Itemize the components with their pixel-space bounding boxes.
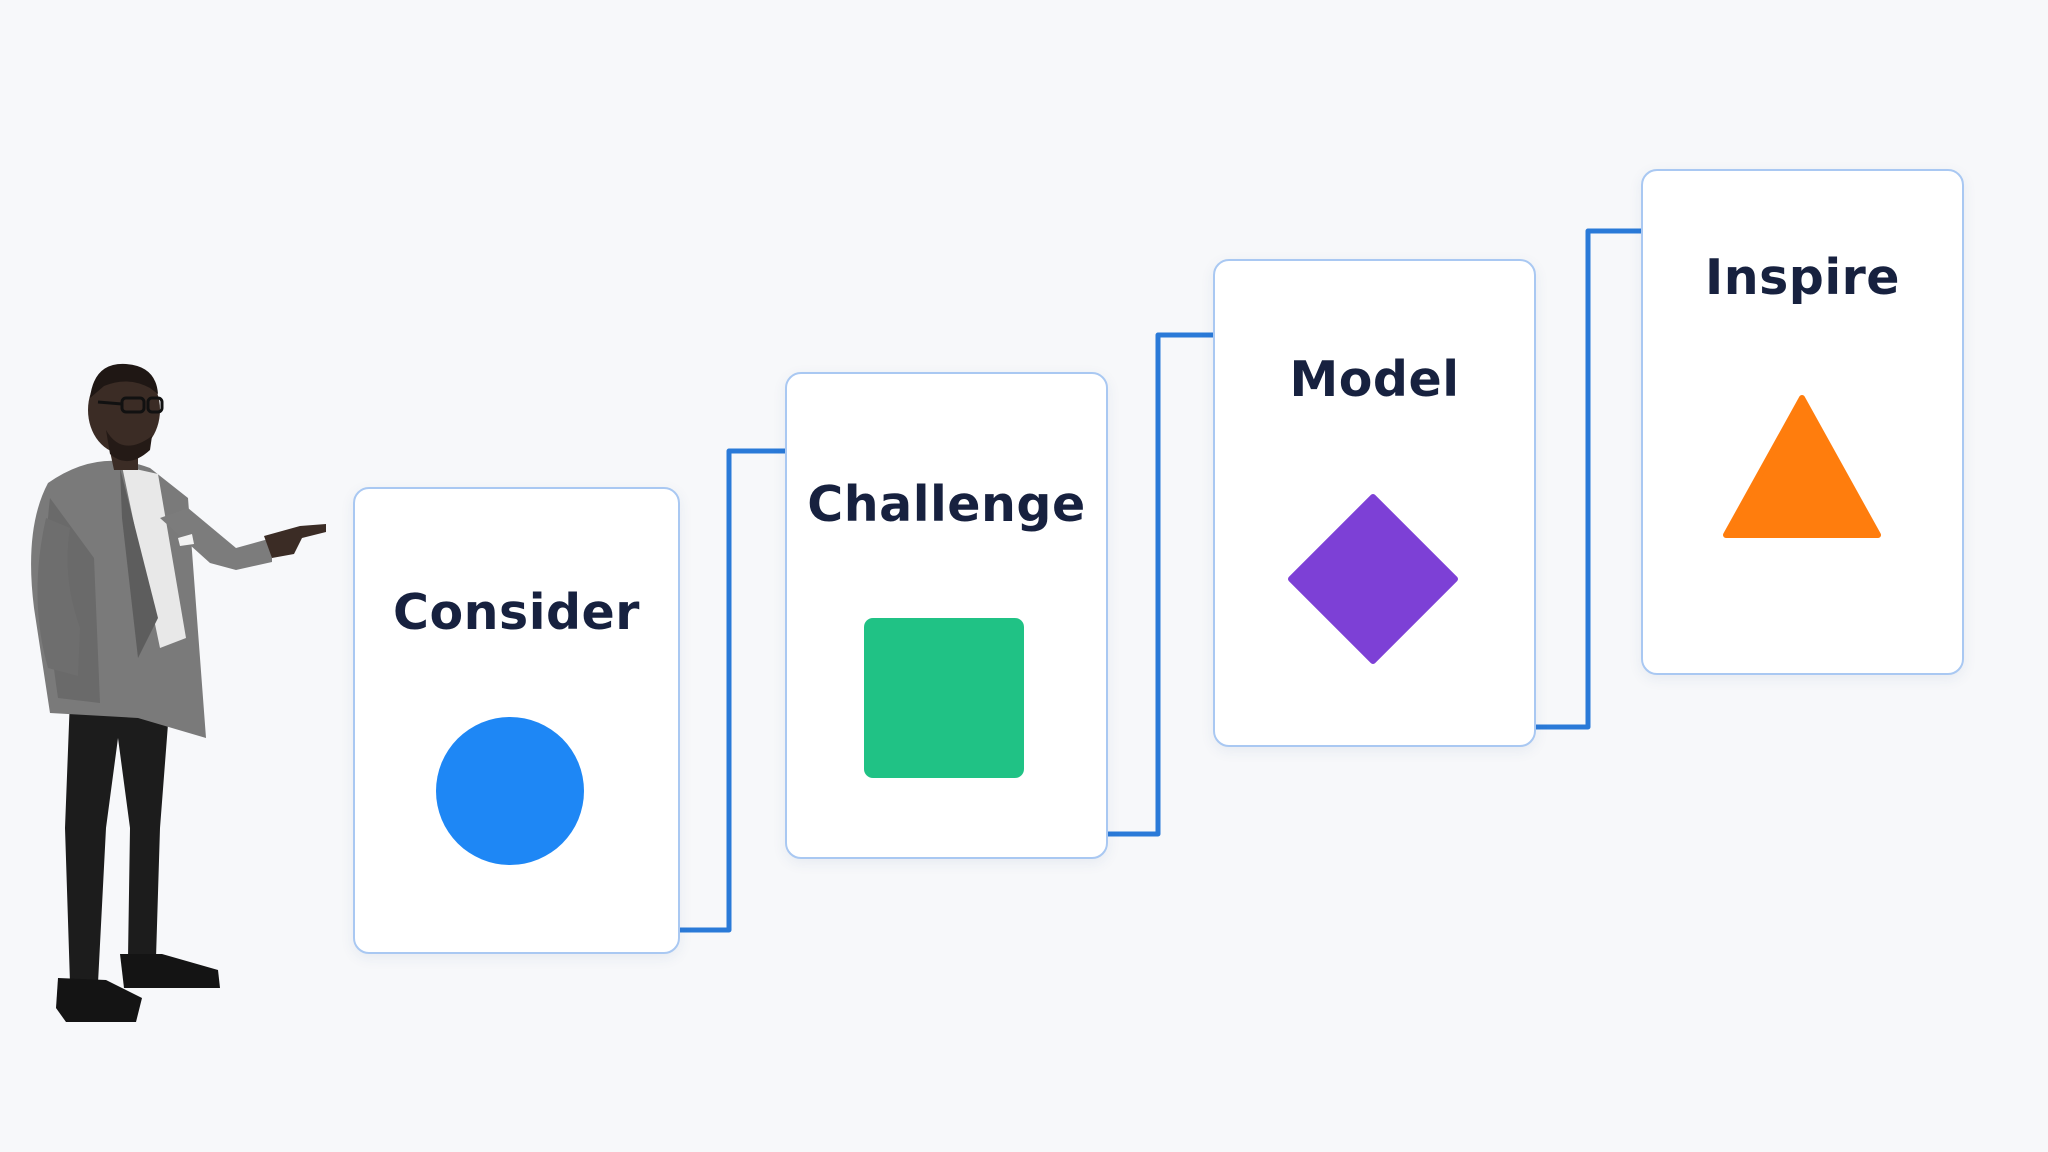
circle-icon [436,717,584,865]
connector-challenge-model [1108,332,1213,837]
diamond-shape [1288,494,1458,664]
step-card-inspire: Inspire [1641,169,1964,675]
circle-shape [436,717,584,865]
presenter-figure [31,363,326,1022]
square-icon [864,618,1024,778]
step-title: Model [1289,351,1460,408]
step-card-consider: Consider [353,487,680,954]
step-card-model: Model [1213,259,1536,747]
square-shape [864,618,1024,778]
presenter-pointing-icon [31,363,326,1022]
triangle-icon [1723,395,1881,538]
connector-model-inspire [1536,228,1641,730]
step-title: Inspire [1704,249,1901,306]
step-title: Consider [393,584,640,641]
step-card-challenge: Challenge [785,372,1108,859]
connector-consider-challenge [680,448,785,933]
step-title: Challenge [807,476,1086,533]
diamond-icon [1288,494,1458,664]
triangle-shape [1723,395,1881,538]
